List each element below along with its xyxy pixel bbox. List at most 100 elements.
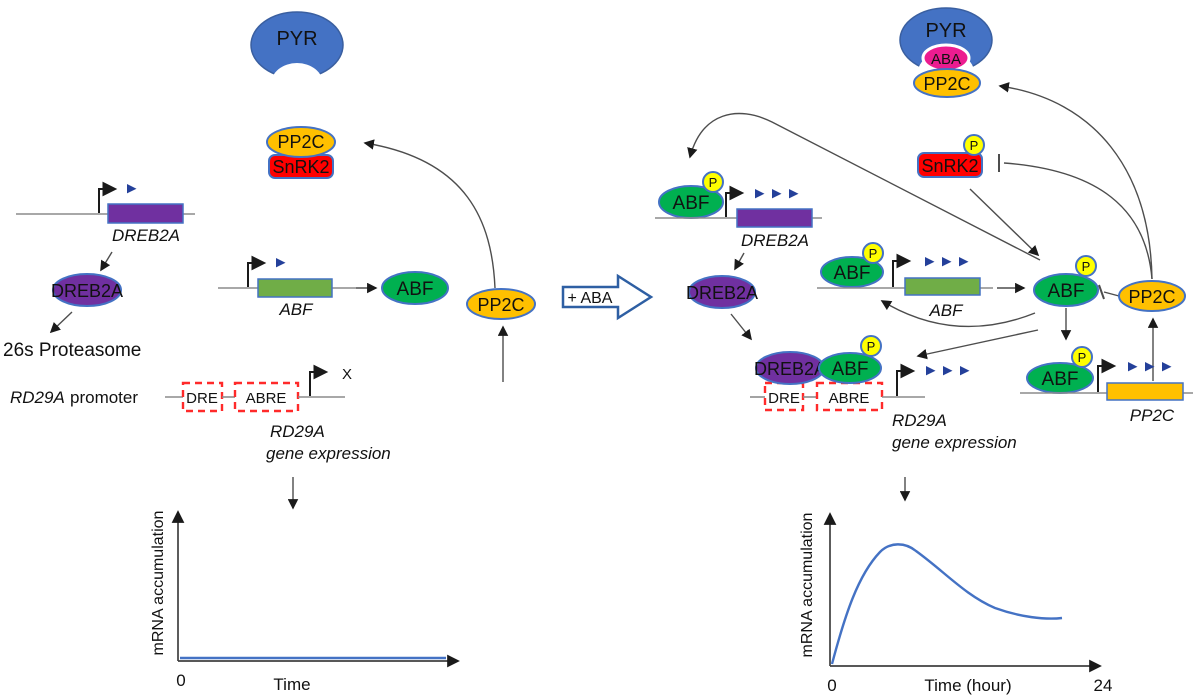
phosphate-circle xyxy=(963,134,985,156)
pp2c-protein-oval xyxy=(1118,280,1186,312)
abf-tss-arrow xyxy=(892,253,912,287)
dreb2a-bound-label: DREB2A xyxy=(754,359,826,379)
no-expression-x: X xyxy=(342,366,352,383)
rd29a-promoter-name: RD29A xyxy=(10,388,65,407)
abf-at-abf-gene: ABF P xyxy=(820,242,884,288)
arrow-abf-to-dreb2a-promoter xyxy=(687,112,1041,261)
phosphate-label: P xyxy=(869,246,878,261)
x-axis-label: Time (hour) xyxy=(924,676,1011,695)
snrk2-box xyxy=(917,152,983,178)
pp2c-label: PP2C xyxy=(277,132,324,152)
rd29a-promoter-word: promoter xyxy=(70,388,138,407)
phosphate-label: P xyxy=(867,339,876,354)
abf-at-pp2c-gene: ABF P xyxy=(1026,346,1094,394)
abf-label: ABF xyxy=(1048,281,1085,302)
phosphate-label: P xyxy=(970,138,979,153)
mrna-graph-right: mRNA accumulation 0 Time (hour) 24 xyxy=(799,512,1113,695)
snrk2-label: SnRK2 xyxy=(272,157,329,177)
transcript-triangle xyxy=(1162,362,1172,372)
x-origin-label: 0 xyxy=(176,671,185,690)
arrow-pp2c-to-pyr-complex xyxy=(998,82,1153,280)
abf-gene-box xyxy=(904,277,981,296)
abre-label: ABRE xyxy=(246,390,287,407)
aba-treatment-arrow: + ABA xyxy=(561,273,654,321)
transcript-triangle xyxy=(1128,362,1138,372)
pp2c-protein: PP2C xyxy=(466,288,536,320)
pp2c-tss-arrow xyxy=(1097,358,1117,392)
abf-oval xyxy=(820,256,884,288)
phosphate-circle xyxy=(862,242,884,264)
pyr-receptor: PYR xyxy=(250,11,344,105)
dreb2a-protein-oval xyxy=(52,273,122,307)
arrow-snrk2-to-abf xyxy=(969,188,1040,257)
rd29a-promoter: RD29A promoter DRE ABRE X RD29A gene exp… xyxy=(10,364,391,463)
arrow-pp2c-to-complex xyxy=(363,139,496,289)
abf-oval xyxy=(1033,273,1099,307)
dreb2a-protein: DREB2A xyxy=(686,275,758,309)
x-max-label: 24 xyxy=(1094,676,1113,695)
transcript-triangle xyxy=(959,257,969,267)
abf-tss-arrow xyxy=(247,255,267,287)
snrk2-active: SnRK2 P xyxy=(917,134,985,178)
pyr-pocket xyxy=(271,63,323,105)
dreb2a-protein-label: DREB2A xyxy=(51,281,123,301)
dre-label: DRE xyxy=(768,390,800,407)
phosphate-label: P xyxy=(1078,350,1087,365)
abre-label: ABRE xyxy=(829,390,870,407)
right-panel: PYR ABA PP2C SnRK2 P ABF P xyxy=(655,7,1193,695)
dreb2a-gene: DREB2A xyxy=(16,181,195,245)
dreb2a-gene-box xyxy=(107,203,184,224)
rd29a-tss-arrow xyxy=(309,364,329,396)
pp2c-sequestered-oval xyxy=(913,68,981,98)
inhibition-tbar xyxy=(1098,284,1105,300)
dreb2a-protein: DREB2A xyxy=(51,273,123,307)
phosphate-circle xyxy=(702,171,724,193)
arrow-dreb2a-to-proteasome xyxy=(49,311,73,334)
mrna-curve xyxy=(830,543,1063,665)
pp2c-gene-box xyxy=(1106,382,1184,401)
abf-gene: ABF xyxy=(218,255,356,319)
transcript-triangle xyxy=(926,366,936,376)
abf-label: ABF xyxy=(1042,369,1079,390)
abf-gene-box xyxy=(257,278,333,298)
pp2c-protein-label: PP2C xyxy=(477,295,524,315)
phosphate-circle xyxy=(1071,346,1093,368)
mrna-graph-left: mRNA accumulation 0 Time xyxy=(150,510,460,694)
pyr-aba-pp2c-complex: PYR ABA PP2C xyxy=(899,7,993,98)
pyr-label: PYR xyxy=(925,20,966,42)
dreb2a-gene-box xyxy=(736,208,813,228)
pyr-label: PYR xyxy=(276,28,317,50)
x-axis-label: Time xyxy=(273,675,310,694)
y-axis-label: mRNA accumulation xyxy=(150,511,167,656)
inhibition-pp2c-to-snrk2 xyxy=(1003,162,1153,280)
pp2c-protein-oval xyxy=(466,288,536,320)
abf-protein-oval xyxy=(381,271,449,305)
pp2c-oval xyxy=(266,126,336,158)
rd29a-promoter: DRE ABRE DREB2A ABF P RD29A gene express… xyxy=(750,335,1017,452)
transcript-triangle xyxy=(943,366,953,376)
pp2c-protein-label: PP2C xyxy=(1128,287,1175,307)
snrk2-label: SnRK2 xyxy=(921,156,978,176)
transcript-triangle xyxy=(772,189,782,199)
dreb2a-tss-arrow xyxy=(725,185,745,217)
dreb2a-gene: DREB2A xyxy=(655,185,822,250)
transcript-triangle xyxy=(942,257,952,267)
rd29a-expression-label-2: gene expression xyxy=(892,433,1017,452)
abf-gene-label: ABF xyxy=(928,301,964,320)
rd29a-tss-arrow xyxy=(896,363,916,396)
arrow-dreb2a-to-rd29a xyxy=(730,313,752,341)
phosphate-circle xyxy=(860,335,882,357)
abf-at-dreb2a-gene: ABF P xyxy=(658,171,724,219)
left-panel: PYR SnRK2 PP2C DREB2A DREB2A 26s Proteas… xyxy=(3,11,536,694)
abf-gene: ABF xyxy=(817,253,993,320)
abf-bound-oval xyxy=(818,352,882,384)
rd29a-expression-label-2: gene expression xyxy=(266,444,391,463)
arrow-abf-to-abf-promoter xyxy=(880,300,1036,328)
aba-treatment-label: + ABA xyxy=(568,290,613,307)
abf-label: ABF xyxy=(673,193,710,214)
transcript-triangle xyxy=(276,258,286,268)
abf-hub: ABF P xyxy=(1033,255,1099,307)
abf-gene-label: ABF xyxy=(278,300,314,319)
arrow-dreb2agene-to-protein xyxy=(734,252,745,271)
